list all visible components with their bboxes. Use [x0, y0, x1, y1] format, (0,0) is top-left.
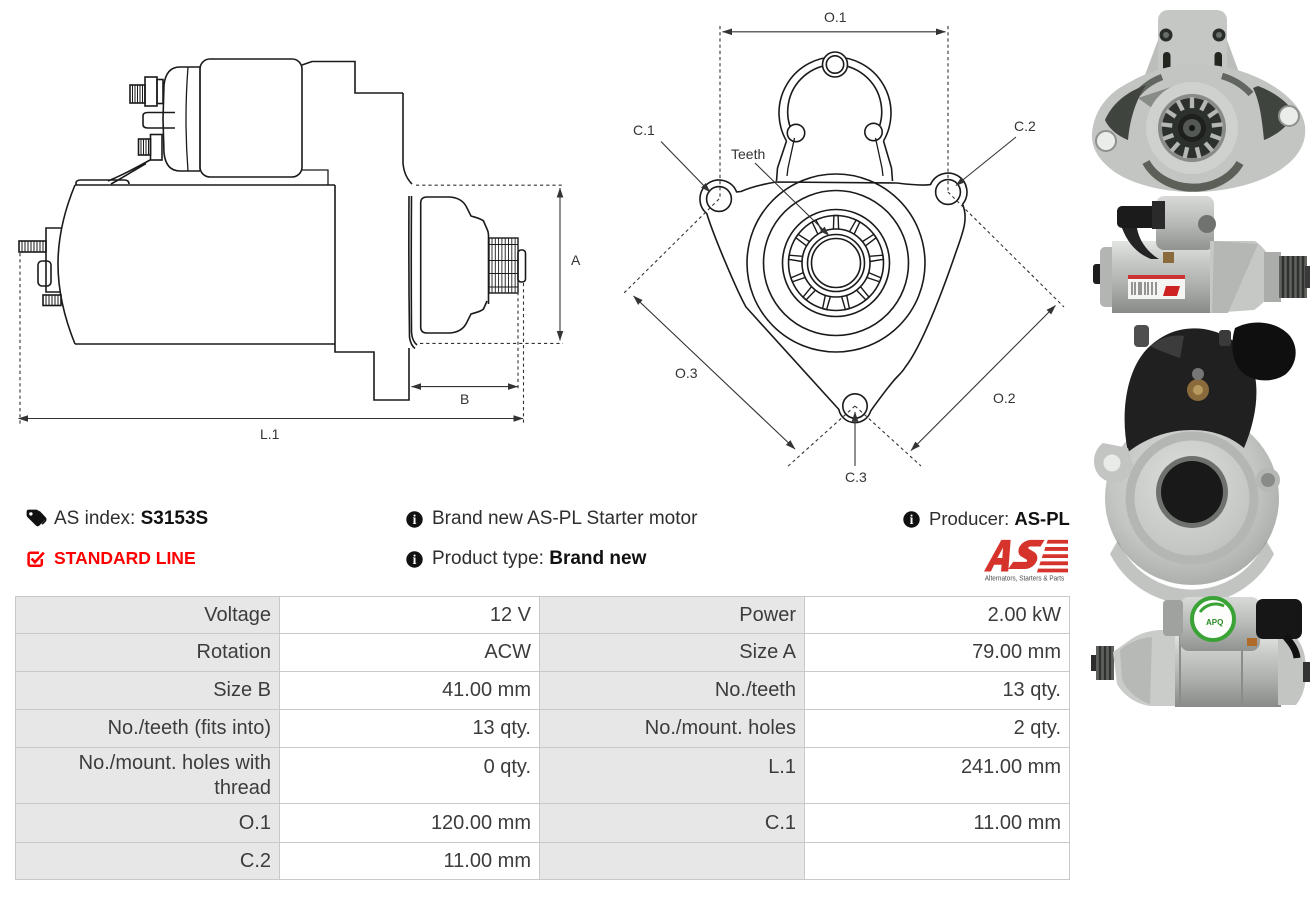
svg-text:L.1: L.1: [260, 426, 280, 442]
svg-text:C.3: C.3: [845, 469, 867, 485]
svg-text:O.1: O.1: [824, 9, 847, 25]
svg-text:O.3: O.3: [675, 365, 698, 381]
svg-text:i: i: [413, 552, 417, 567]
svg-text:Teeth: Teeth: [731, 146, 765, 162]
svg-text:O.2: O.2: [993, 390, 1016, 406]
svg-text:B: B: [460, 391, 469, 407]
svg-text:A: A: [571, 252, 581, 268]
svg-text:Alternators, Starters & Parts: Alternators, Starters & Parts: [985, 575, 1065, 582]
svg-text:C.2: C.2: [1014, 118, 1036, 134]
svg-text:i: i: [413, 512, 417, 527]
svg-text:APQ: APQ: [1206, 618, 1223, 627]
svg-text:C.1: C.1: [633, 122, 655, 138]
svg-text:i: i: [910, 512, 914, 527]
